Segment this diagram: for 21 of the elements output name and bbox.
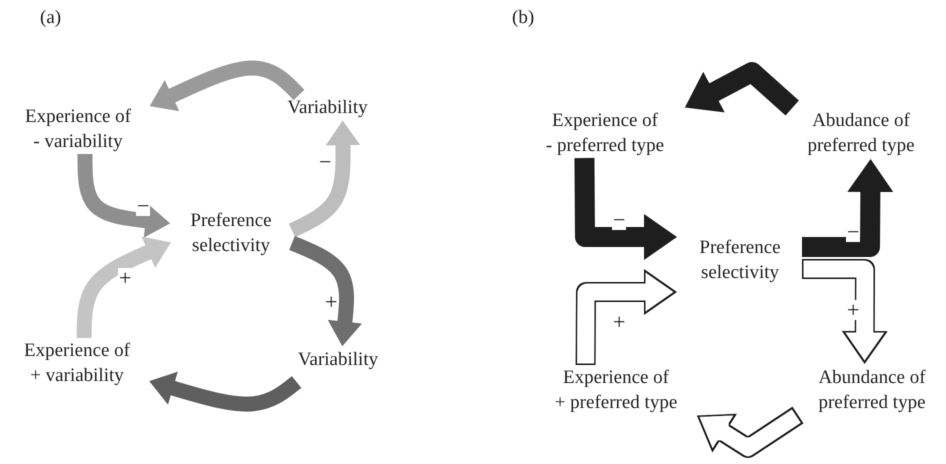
node-label: Experience of + preferred type — [536, 365, 696, 415]
arrow — [289, 236, 362, 346]
arrow — [574, 158, 677, 260]
arrow — [696, 406, 804, 458]
node-label: Abundance of preferred type — [798, 365, 946, 415]
panel-label: (a) — [40, 8, 62, 28]
node-label: Experience of + variability — [6, 338, 148, 388]
node-label: Preference selectivity — [678, 235, 802, 285]
arrow — [576, 269, 677, 366]
node-label: Abudance of preferred type — [781, 108, 941, 158]
node-label: Variability — [292, 347, 384, 372]
node-label: Experience of - preferred type — [526, 108, 684, 158]
node-label: Preference selectivity — [170, 208, 292, 258]
arrow — [802, 159, 894, 257]
panel-label: (b) — [512, 8, 534, 28]
arrow — [802, 259, 888, 364]
node-label: Experience of - variability — [8, 104, 148, 154]
arrow — [288, 120, 360, 238]
node-label: Variability — [280, 95, 375, 120]
edge-label: + — [846, 300, 860, 320]
arrow — [684, 62, 799, 116]
